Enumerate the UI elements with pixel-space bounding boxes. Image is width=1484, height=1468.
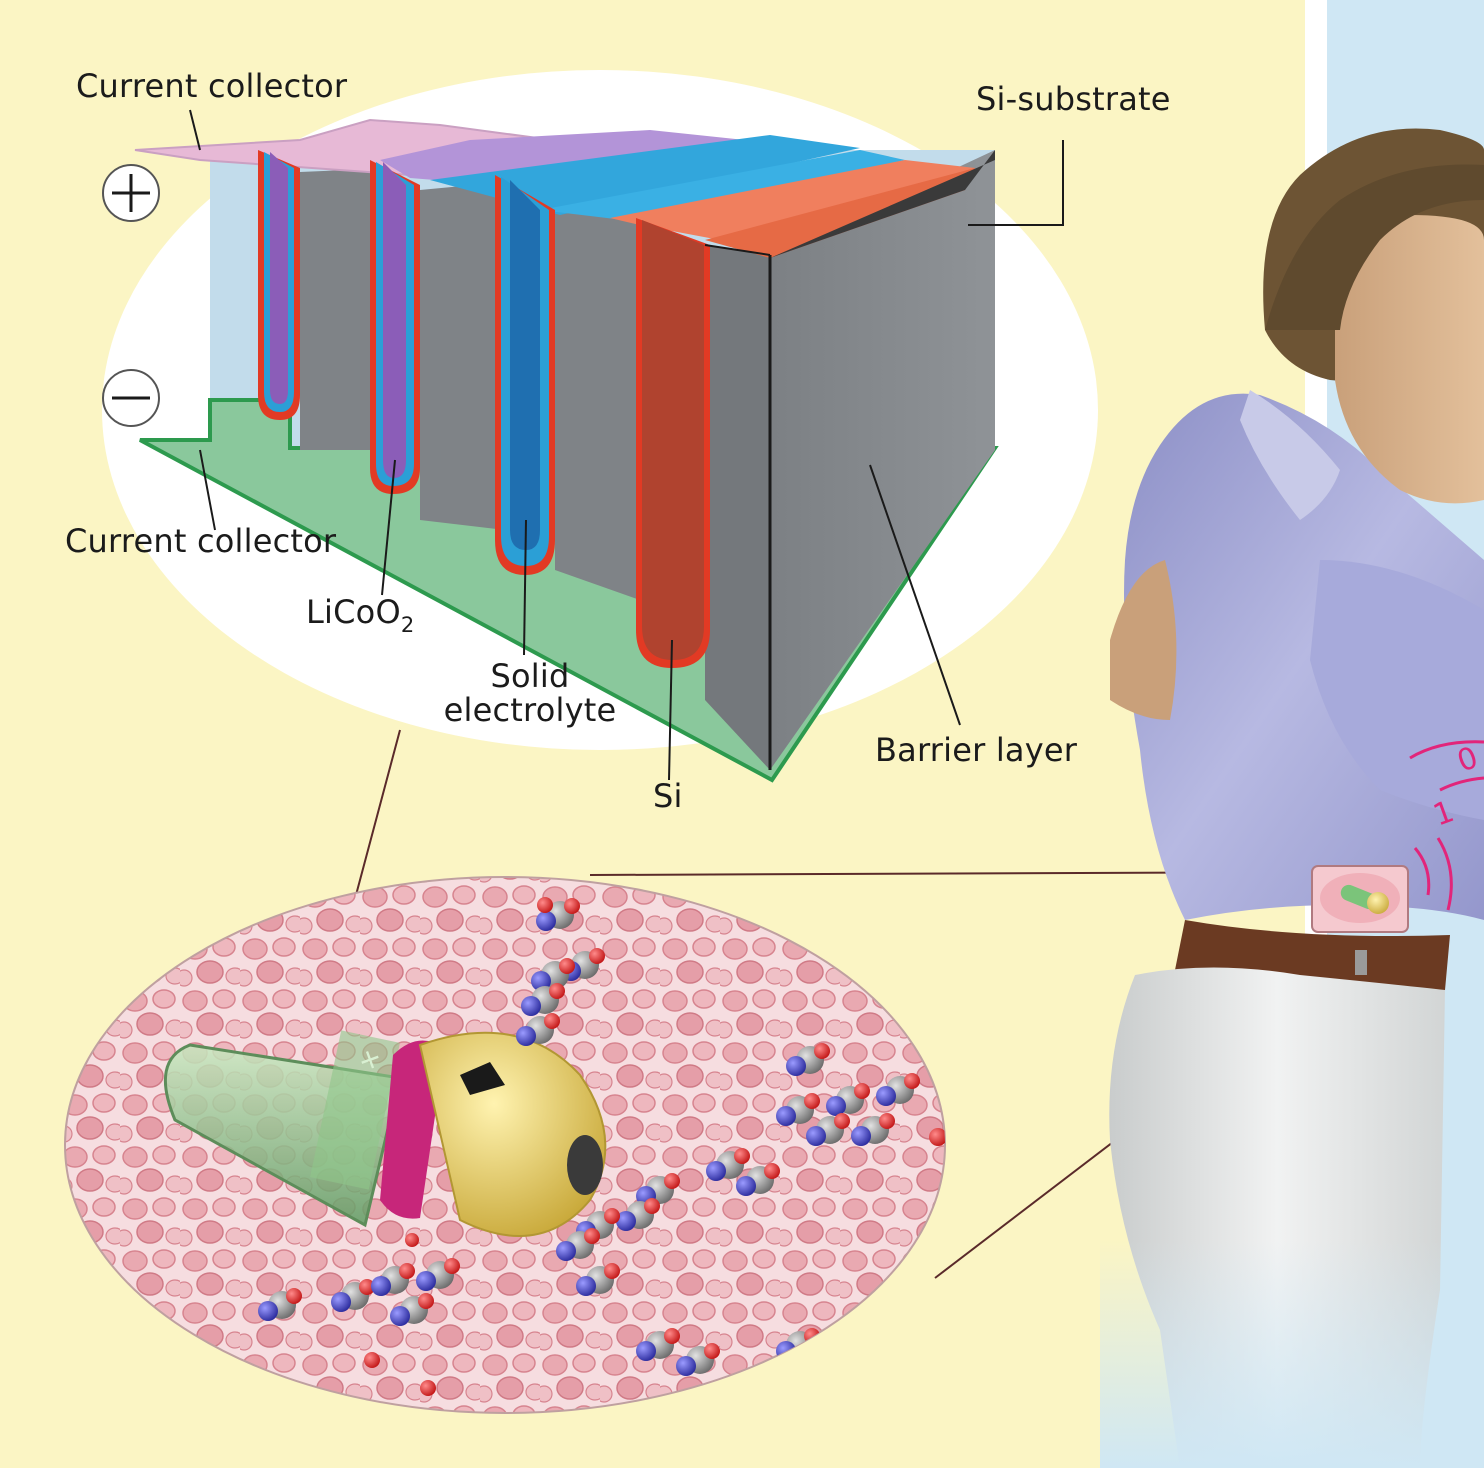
label-si-substrate: Si-substrate: [976, 83, 1171, 117]
label-si: Si: [653, 780, 683, 814]
label-barrier-layer: Barrier layer: [875, 734, 1077, 768]
label-solid-electrolyte: Solid electrolyte: [430, 660, 630, 727]
plus-icon: [103, 165, 159, 221]
label-licoo2-subscript: 2: [401, 613, 415, 637]
label-current-collector-top: Current collector: [76, 70, 347, 104]
si-electrode: [642, 220, 704, 660]
label-solid-electrolyte-line2: electrolyte: [430, 694, 630, 728]
label-current-collector-bottom: Current collector: [65, 525, 336, 559]
minus-icon: [103, 370, 159, 426]
label-solid-electrolyte-line1: Solid: [430, 660, 630, 694]
implant-patch: [1312, 866, 1408, 932]
label-licoo2-text: LiCoO: [306, 593, 401, 631]
label-licoo2: LiCoO2: [306, 596, 414, 630]
